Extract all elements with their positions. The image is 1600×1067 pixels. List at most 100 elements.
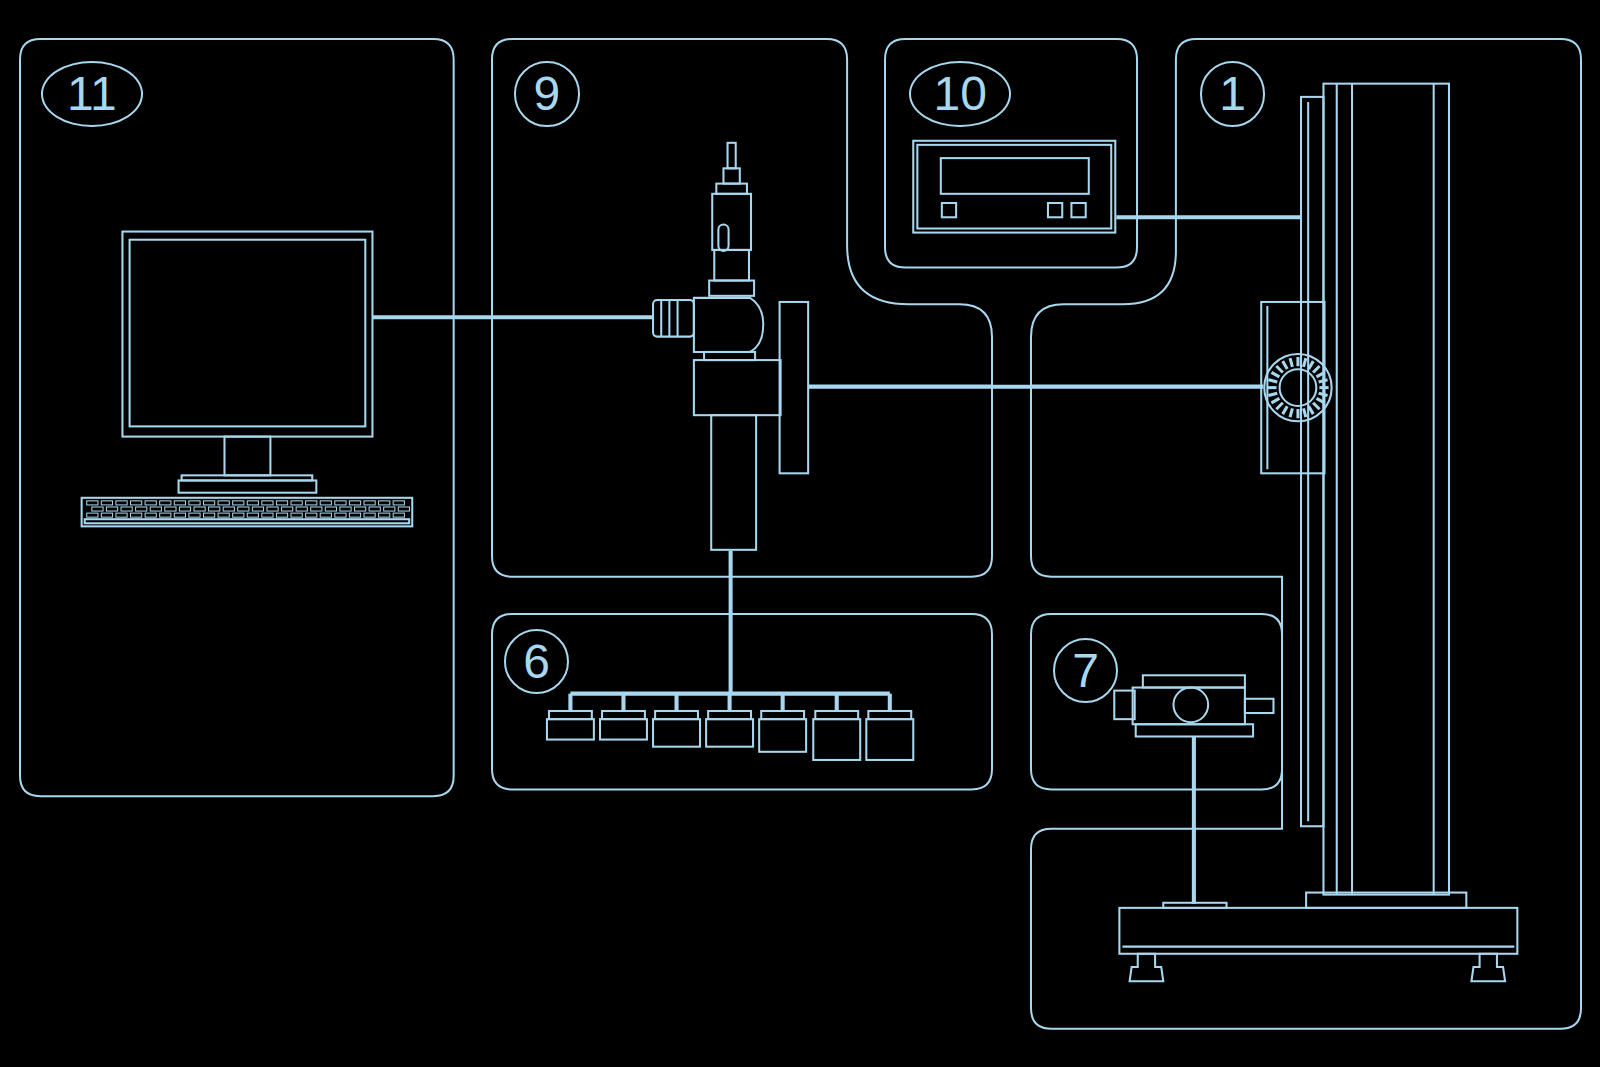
computer-illustration — [165, 507, 176, 511]
connector — [1192, 790, 1196, 829]
computer-illustration — [247, 501, 258, 505]
stand-illustration — [1351, 84, 1353, 895]
computer-illustration — [238, 507, 249, 511]
stand-illustration — [1261, 302, 1324, 473]
camera-illustration — [694, 360, 781, 415]
computer-illustration — [101, 513, 112, 517]
callout-number: 11 — [41, 61, 143, 126]
wire — [1116, 215, 1136, 219]
weight-set-illustration — [759, 719, 806, 752]
wire — [1192, 736, 1196, 789]
stand-illustration — [1301, 97, 1323, 826]
weight-set-illustration — [728, 694, 732, 711]
computer-illustration — [160, 501, 171, 505]
wire — [729, 551, 733, 577]
weight-set-illustration — [602, 711, 645, 719]
camera-illustration — [723, 168, 739, 183]
computer-illustration — [189, 501, 200, 505]
callout-number: 6 — [504, 629, 569, 694]
stand-illustration — [1319, 386, 1328, 389]
component-region: 6 — [492, 614, 992, 790]
weight-set-illustration — [868, 711, 911, 719]
weight-set-illustration — [866, 719, 913, 760]
computer-illustration — [379, 501, 390, 505]
stand-illustration — [1268, 380, 1277, 382]
region-outline — [1031, 614, 1282, 790]
component-region: 7 — [1031, 614, 1282, 790]
camera-illustration — [704, 352, 755, 360]
computer-illustration — [203, 513, 214, 517]
weight-set-illustration — [549, 711, 592, 719]
computer-illustration — [101, 501, 112, 505]
computer-illustration — [267, 507, 278, 511]
computer-illustration — [150, 507, 161, 511]
camera-illustration — [668, 300, 670, 337]
camera-illustration — [714, 250, 749, 281]
camera-illustration — [653, 300, 694, 337]
region-outline — [492, 39, 992, 577]
computer-illustration — [82, 498, 413, 527]
computer-illustration — [262, 501, 273, 505]
wire — [729, 614, 733, 694]
region-outline — [885, 39, 1137, 268]
weight-set-illustration — [708, 711, 751, 719]
stand-illustration — [1304, 408, 1306, 417]
region-outline — [1031, 614, 1282, 790]
computer-illustration — [189, 513, 200, 517]
computer-illustration — [306, 501, 317, 505]
component-region: 1 — [1031, 39, 1581, 1029]
computer-illustration — [136, 507, 147, 511]
stand-illustration — [1336, 84, 1338, 895]
stand-illustration — [1130, 954, 1164, 982]
computer-illustration — [306, 513, 317, 517]
computer-illustration — [320, 513, 331, 517]
stand-illustration — [1317, 372, 1325, 377]
adjuster-illustration — [1143, 675, 1245, 687]
weight-set-illustration — [655, 711, 698, 719]
component-region: 10 — [885, 39, 1137, 268]
camera-illustration — [653, 143, 808, 550]
adjuster-illustration — [1133, 688, 1245, 725]
computer-illustration — [218, 501, 229, 505]
adjuster-illustration — [1136, 724, 1253, 736]
stand-illustration — [1296, 357, 1299, 366]
wire — [1031, 385, 1264, 389]
weight-set-illustration — [813, 719, 860, 760]
stand-illustration — [1319, 380, 1328, 382]
stand-illustration — [1163, 903, 1226, 908]
computer-illustration — [276, 501, 287, 505]
computer-illustration — [335, 513, 346, 517]
computer-illustration — [224, 437, 270, 476]
region-outline — [492, 614, 992, 790]
weight-set-illustration — [621, 694, 625, 711]
display-illustration — [942, 203, 956, 217]
stand-illustration — [1280, 369, 1317, 406]
stand-illustration — [1271, 398, 1279, 403]
camera-illustration — [660, 300, 662, 337]
computer-illustration — [209, 507, 220, 511]
stand-illustration — [1433, 84, 1435, 895]
weight-set-illustration — [600, 719, 647, 739]
computer-illustration — [276, 513, 287, 517]
callout-number: 7 — [1053, 638, 1118, 703]
display-illustration — [941, 158, 1089, 194]
computer-illustration — [218, 513, 229, 517]
stand-illustration — [1306, 893, 1466, 908]
computer-illustration — [116, 501, 127, 505]
weight-set-illustration — [547, 694, 913, 760]
stand-illustration — [1276, 366, 1282, 372]
stand-illustration — [1296, 409, 1299, 418]
wire — [372, 315, 454, 319]
computer-illustration — [174, 501, 185, 505]
stand-illustration — [1309, 361, 1314, 369]
stand-illustration — [1276, 403, 1282, 409]
computer-illustration — [262, 513, 273, 517]
computer-illustration — [87, 513, 98, 517]
adjuster-illustration — [1114, 675, 1273, 736]
computer-illustration — [179, 480, 317, 492]
computer-illustration — [325, 507, 336, 511]
stand-illustration — [1307, 102, 1309, 821]
wire — [1176, 215, 1302, 219]
